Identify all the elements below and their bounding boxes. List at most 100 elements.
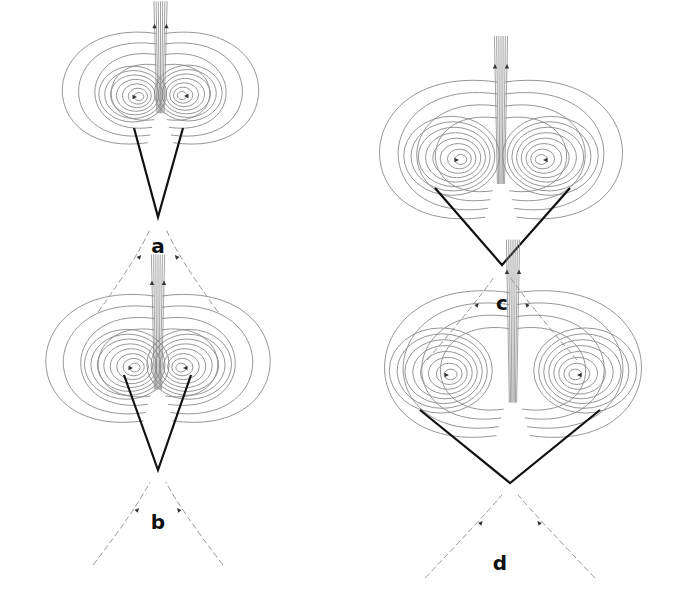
eddy-contour: [531, 149, 555, 169]
eddy-contour: [447, 149, 471, 169]
streamline: [517, 240, 520, 403]
streamline: [510, 277, 577, 360]
streamline: [511, 240, 512, 403]
flow-arrow: [152, 24, 156, 29]
panel-letter: a: [151, 236, 165, 256]
streamline: [505, 80, 622, 219]
streamline: [156, 1, 158, 113]
flow-panel: [380, 36, 623, 360]
streamline: [398, 93, 497, 210]
streamline: [164, 1, 167, 113]
flow-panel: [46, 255, 270, 565]
streamline: [162, 329, 218, 397]
eddy-contour: [172, 358, 193, 375]
streamline: [517, 303, 623, 428]
eddy-contour: [413, 346, 477, 399]
eddy-contour: [170, 83, 199, 107]
eddy-contour: [418, 127, 490, 186]
eddy-contour: [104, 344, 157, 388]
eddy-contour: [411, 122, 495, 191]
flow-arrow: [137, 255, 142, 260]
panel-letter: b: [151, 512, 165, 532]
eddy-contour: [559, 357, 598, 389]
eddy-contour: [116, 79, 155, 111]
streamline: [380, 80, 497, 219]
streamline: [499, 36, 500, 184]
streamline: [160, 1, 161, 113]
streamline: [509, 240, 511, 403]
streamline: [166, 229, 218, 312]
streamline: [165, 54, 227, 129]
streamline: [162, 317, 235, 405]
flow-arrow: [184, 94, 189, 98]
eddy-contour: [122, 84, 151, 108]
flow-arrow: [150, 280, 154, 285]
streamline: [505, 117, 567, 192]
flow-arrow: [444, 373, 449, 377]
streamline: [505, 105, 585, 201]
eddy-contour: [512, 127, 584, 186]
streamline: [162, 255, 165, 390]
streamline: [162, 294, 270, 422]
streamline: [111, 64, 156, 120]
flow-arrow: [177, 508, 182, 513]
streamline: [166, 482, 223, 565]
flow-arrow: [183, 366, 188, 370]
flow-arrow: [493, 64, 497, 69]
flow-arrow: [537, 521, 542, 526]
streamline: [422, 315, 509, 419]
streamline: [98, 229, 150, 312]
streamline: [165, 32, 259, 144]
wedge: [435, 188, 570, 265]
eddy-contour: [503, 116, 599, 195]
eddy-contour: [162, 74, 210, 114]
streamline: [158, 255, 159, 390]
flow-arrow: [175, 255, 180, 260]
eddy-contour: [535, 155, 547, 165]
flow-arrow: [164, 24, 168, 29]
eddy-contour: [405, 340, 482, 404]
flow-arrow: [135, 508, 140, 513]
eddy-contour: [168, 354, 200, 380]
streamline: [62, 32, 156, 144]
flow-arrow: [505, 64, 509, 69]
eddy-contour: [397, 334, 487, 408]
streamline: [497, 36, 499, 184]
eddy-contour: [539, 334, 629, 408]
streamline: [502, 36, 503, 184]
streamline: [501, 36, 502, 184]
flow-arrow: [543, 158, 548, 162]
wedge: [134, 128, 183, 217]
eddy-contour: [105, 71, 163, 119]
streamline: [514, 240, 515, 403]
flow-arrow: [577, 373, 582, 377]
streamline: [63, 306, 154, 414]
flow-panel: [385, 240, 642, 578]
streamline: [162, 1, 163, 113]
eddy-contour: [440, 144, 476, 174]
streamline: [425, 495, 502, 578]
streamline: [517, 327, 586, 410]
streamline: [513, 240, 514, 403]
streamline: [95, 54, 157, 129]
eddy-contour: [544, 340, 621, 404]
eddy-contour: [404, 116, 500, 195]
eddy-contour: [111, 75, 159, 115]
streamline: [385, 291, 509, 438]
eddy-contour: [123, 358, 144, 375]
eddy-contour: [128, 88, 147, 104]
streamline: [46, 294, 154, 422]
streamline: [417, 105, 497, 201]
panel-letter: c: [496, 293, 508, 313]
streamline: [505, 36, 508, 184]
eddy-contour: [521, 138, 569, 178]
panel-letter: d: [493, 553, 507, 573]
flow-arrow: [128, 366, 133, 370]
streamline: [158, 1, 159, 113]
streamline: [517, 291, 641, 438]
eddy-contour: [569, 369, 582, 380]
streamline: [79, 43, 157, 136]
eddy-contour: [421, 351, 473, 394]
flow-arrow: [162, 280, 166, 285]
